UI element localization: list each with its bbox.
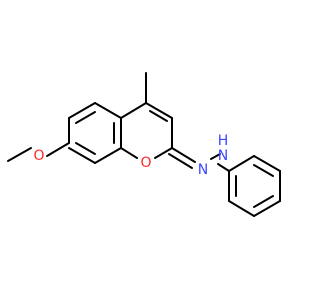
phenyl-attachment-bond: [217, 163, 230, 172]
hydrazone-nitrogen-label: N: [198, 162, 208, 178]
hydrazone-nh-nitrogen-label: N: [218, 148, 228, 164]
benzene-ring-bond-5: [94, 147, 122, 164]
methoxy-carbon-bond: [7, 147, 32, 162]
phenyl-ring-bond-3: [253, 200, 281, 217]
chemical-structure: O O N N H: [7, 72, 281, 217]
benzene-inner-double-bond-3: [75, 142, 96, 155]
ring-oxygen-label: O: [140, 155, 151, 171]
hydrazone-single-bond: [210, 153, 221, 160]
chromene-ring-bond-2: [145, 102, 173, 119]
molecule-diagram: O O N N H: [7, 72, 281, 217]
phenyl-ring-bond-2: [228, 200, 255, 217]
hydrazone-double-bond-1: [171, 147, 196, 163]
phenyl-inner-double-bond-3: [253, 164, 274, 177]
benzene-ring-bond-6: [68, 147, 96, 164]
methoxy-oxygen-bond: [46, 142, 70, 157]
hydrazone-hydrogen-label: H: [218, 133, 229, 149]
chromene-ring-bond-4: [154, 147, 173, 159]
phenyl-ring-bond-6: [228, 155, 255, 172]
chromene-ring-bond-5: [120, 147, 138, 159]
chromene-double-bond: [149, 110, 168, 122]
chromene-ring-bond-1: [120, 102, 147, 119]
phenyl-inner-double-bond-2: [253, 195, 274, 208]
methoxy-oxygen-label: O: [33, 148, 44, 164]
benzene-ring-bond-2: [68, 102, 96, 119]
benzene-ring-bond-3: [94, 102, 122, 119]
phenyl-ring-bond-5: [253, 155, 281, 172]
hydrazone-double-bond-2: [168, 153, 193, 169]
benzene-inner-double-bond-1: [75, 111, 96, 124]
